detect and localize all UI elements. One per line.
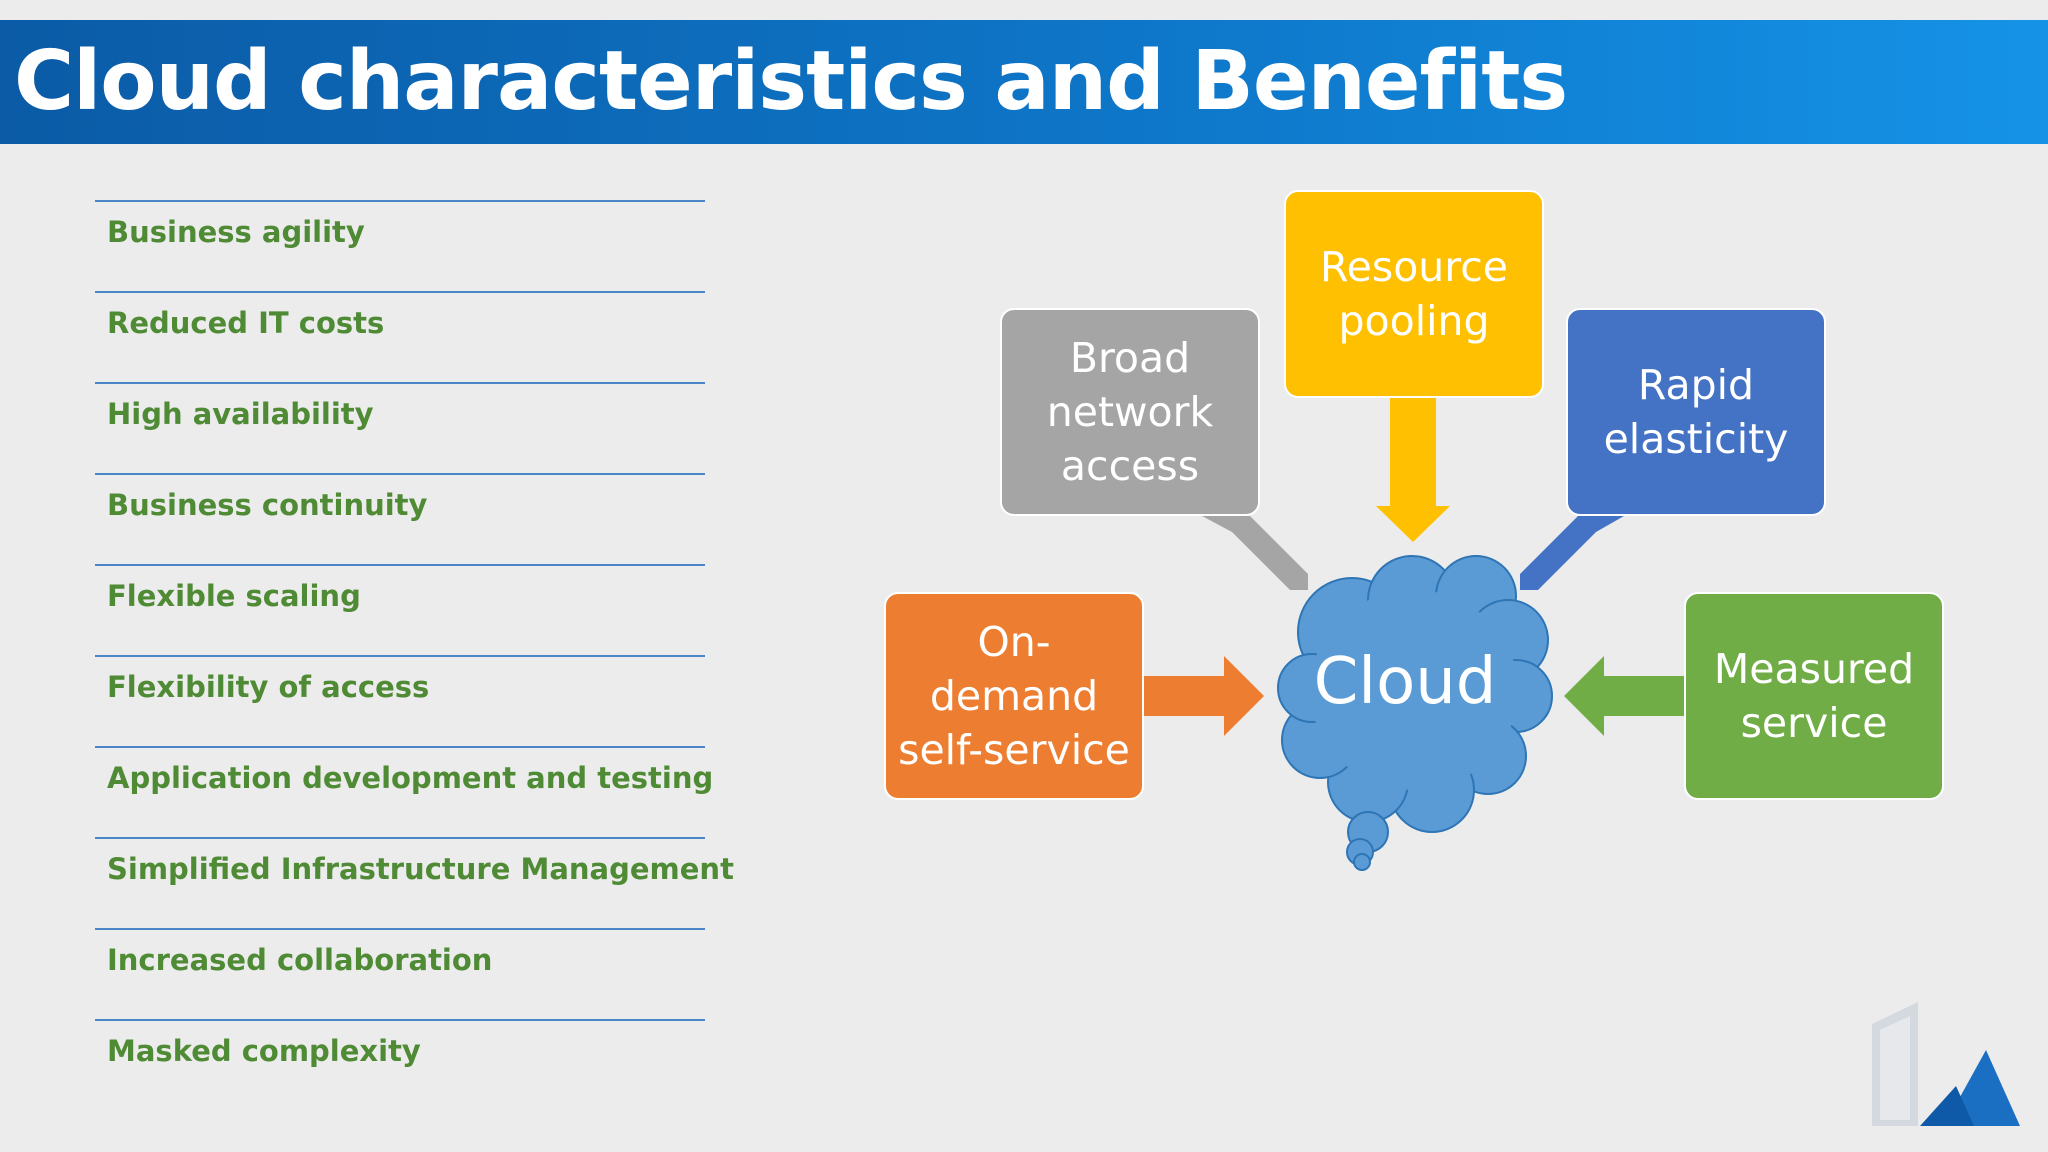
list-item: Reduced IT costs (95, 291, 705, 382)
measured-service-label: Measured service (1713, 645, 1915, 747)
list-item: Masked complexity (95, 1019, 705, 1110)
azure-logo-icon (1872, 1002, 2020, 1126)
list-item: Flexible scaling (95, 564, 705, 655)
list-item: Flexibility of access (95, 655, 705, 746)
arrow-measured-service (1564, 656, 1684, 736)
rapid-elasticity-label: Rapid elasticity (1603, 361, 1789, 463)
list-item: Business continuity (95, 473, 705, 564)
arrow-on-demand (1144, 656, 1264, 736)
benefits-list: Business agility Reduced IT costs High a… (95, 200, 734, 1110)
resource-pooling-box: Resource pooling (1284, 190, 1544, 398)
cloud-shape (1277, 555, 1553, 871)
list-item: Business agility (95, 200, 705, 291)
list-item: Simplified Infrastructure Management (95, 837, 734, 928)
broad-network-access-label: Broad network access (1046, 334, 1214, 490)
on-demand-self-service-label: On-demand self-service (898, 618, 1130, 774)
list-item: High availability (95, 382, 705, 473)
list-item: Increased collaboration (95, 928, 705, 1019)
on-demand-self-service-box: On-demand self-service (884, 592, 1144, 800)
title-bar: Cloud characteristics and Benefits (0, 20, 2048, 144)
list-item: Application development and testing (95, 746, 713, 837)
measured-service-box: Measured service (1684, 592, 1944, 800)
resource-pooling-label: Resource pooling (1319, 243, 1509, 345)
rapid-elasticity-box: Rapid elasticity (1566, 308, 1826, 516)
arrow-rapid-elasticity (1520, 516, 1624, 590)
page-title: Cloud characteristics and Benefits (14, 34, 1568, 129)
arrow-broad-network (1202, 516, 1308, 590)
cloud-label: Cloud (1313, 645, 1497, 719)
arrow-resource-pooling (1376, 398, 1450, 542)
broad-network-access-box: Broad network access (1000, 308, 1260, 516)
